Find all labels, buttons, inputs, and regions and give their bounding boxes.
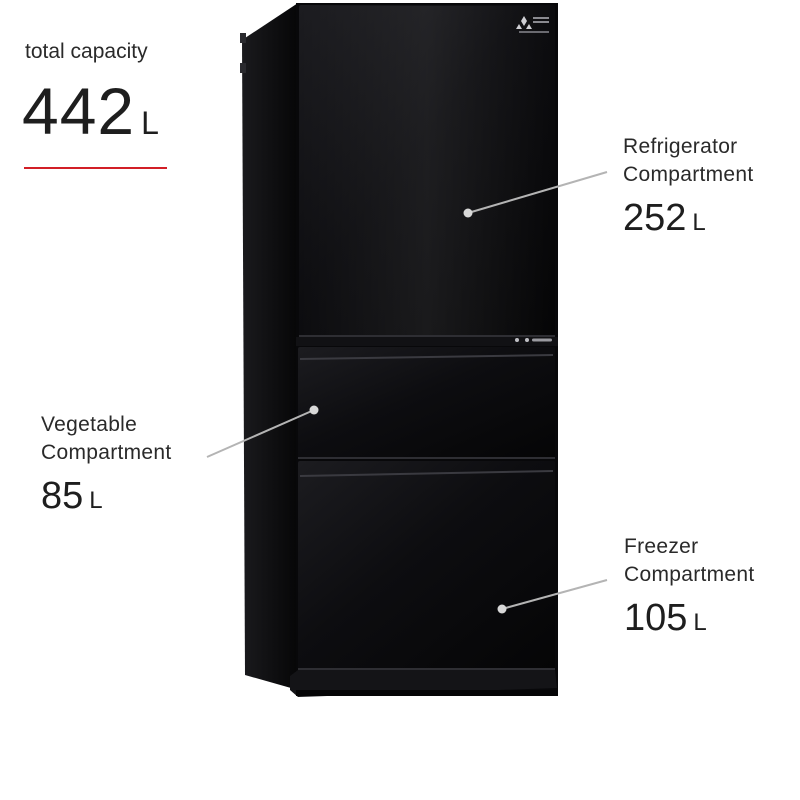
refrigerator-capacity-unit: L [692,209,706,236]
fridge-side-panel [242,3,298,690]
control-strip [296,337,558,346]
freezer-name-line2: Compartment [624,563,755,586]
refrigerator-name-line2: Compartment [623,163,754,186]
vegetable-drawer [298,347,555,458]
three-diamonds-logo-icon [516,16,549,33]
total-capacity-unit: L [141,105,159,141]
side-hinge-top [240,33,246,43]
freezer-drawer [298,461,555,669]
freezer-capacity-number: 105 [624,597,688,639]
total-capacity-number: 442 [22,74,136,148]
fridge-foot [296,690,558,696]
freezer-drawer-handle [299,470,554,477]
refrigerator-door-shine [300,6,554,335]
vegetable-capacity-unit: L [89,487,103,514]
vegetable-name-line2: Compartment [41,441,172,464]
total-capacity-underline [24,167,167,169]
vegetable-capacity-number: 85 [41,475,84,517]
vegetable-name-line1: Vegetable [41,413,138,436]
refrigerator-capacity-number: 252 [623,197,687,239]
refrigerator-pointer [463,171,608,218]
freezer-capacity-unit: L [693,609,707,636]
side-hinge-mid [240,63,246,73]
control-buttons [515,338,552,342]
total-capacity-label: total capacity [25,40,148,63]
vegetable-drawer-handle [299,354,554,360]
vegetable-pointer [206,405,319,458]
refrigerator-name-line1: Refrigerator [623,135,738,158]
freezer-pointer [497,579,608,614]
freezer-name-line1: Freezer [624,535,699,558]
